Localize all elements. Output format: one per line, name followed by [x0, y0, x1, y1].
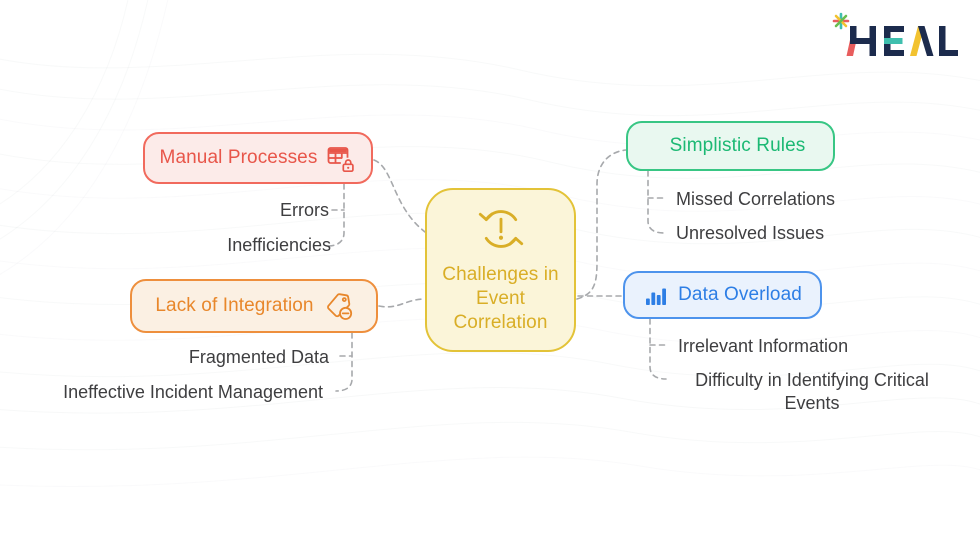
- sub-label-errors: Errors: [280, 200, 329, 220]
- tag-minus-icon: [323, 291, 353, 321]
- branch-node-lack-of-integration: Lack of Integration: [130, 279, 378, 333]
- sub-label-difficulty-identifying-critical-events: Difficulty in Identifying Critical Event…: [695, 370, 929, 413]
- table-lock-icon: [326, 143, 356, 173]
- connector-simplistic-children: [647, 170, 665, 234]
- connector-integration-children: [335, 332, 353, 392]
- sub-label-ineffective-incident-management: Ineffective Incident Management: [63, 382, 323, 402]
- heal-logo-graphic: [832, 12, 958, 56]
- sub-label-fragmented-data: Fragmented Data: [188, 347, 329, 367]
- heal-logo: [832, 12, 964, 67]
- bar-chart-icon: [643, 282, 669, 308]
- connector-manual-to-center: [373, 159, 426, 233]
- connector-center-to-simplistic: [576, 149, 627, 300]
- connector-overload-children: [649, 318, 667, 380]
- sync-alert-icon: [477, 205, 525, 253]
- connector-integration-to-center: [378, 298, 426, 308]
- e-teal-accent: [884, 38, 903, 44]
- sub-label-irrelevant-information: Irrelevant Information: [678, 336, 849, 356]
- center-node-challenges: Challenges in Event Correlation: [425, 188, 576, 352]
- center-title: Challenges in Event Correlation: [442, 263, 559, 334]
- branch-node-data-overload: Data Overload: [623, 271, 822, 319]
- heal-letters: [846, 26, 958, 56]
- branch-node-simplistic-rules: Simplistic Rules: [626, 121, 835, 171]
- branch-label-simplistic-rules: Simplistic Rules: [669, 135, 806, 156]
- sub-label-inefficiencies: Inefficiencies: [227, 235, 331, 255]
- branch-label-manual-processes: Manual Processes: [159, 147, 318, 168]
- sub-label-missed-correlations: Missed Correlations: [676, 189, 836, 209]
- branch-label-data-overload: Data Overload: [678, 284, 802, 305]
- branch-node-manual-processes: Manual Processes: [143, 132, 373, 184]
- asterisk-icon: [832, 12, 850, 30]
- sub-label-unresolved-issues: Unresolved Issues: [676, 223, 825, 243]
- branch-label-lack-of-integration: Lack of Integration: [155, 295, 314, 316]
